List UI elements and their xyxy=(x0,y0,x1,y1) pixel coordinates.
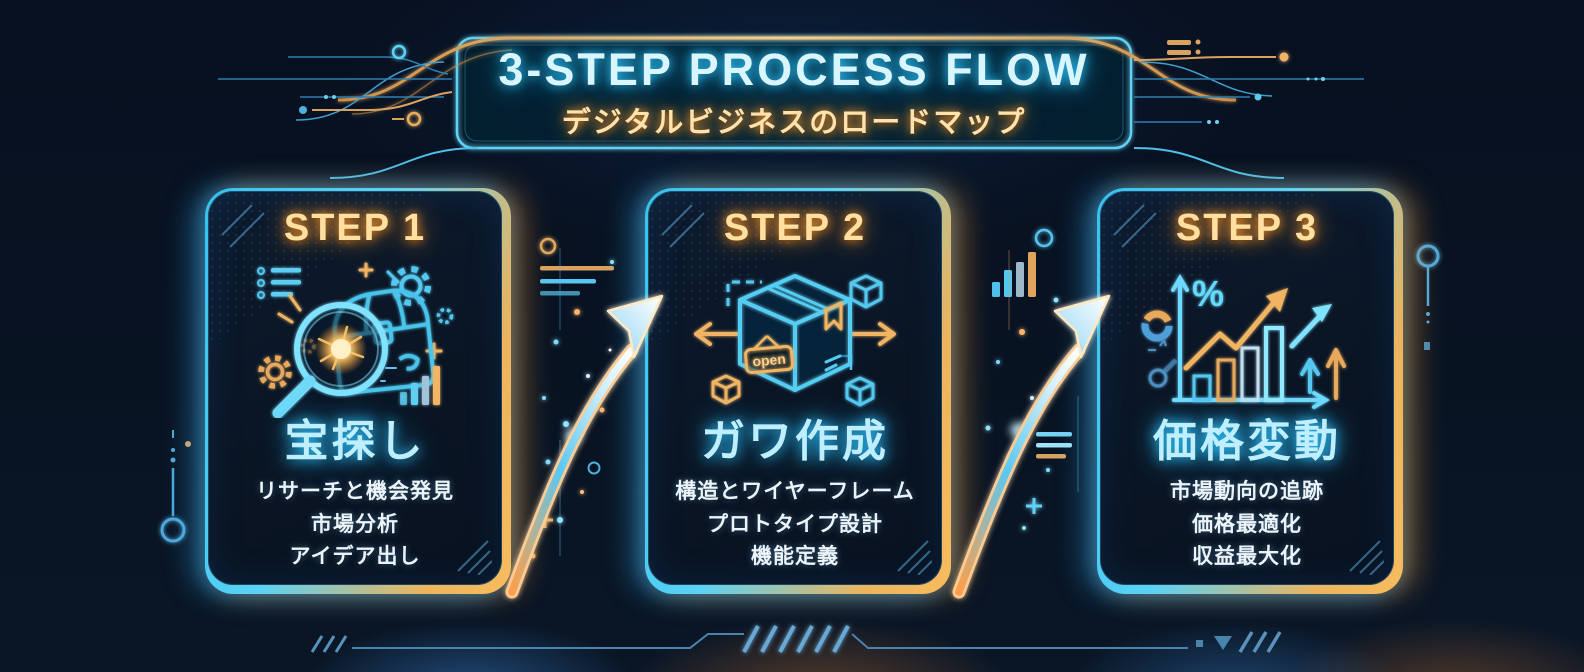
corner-hatch-decoration xyxy=(1113,204,1157,248)
step-1-card: STEP 1 xyxy=(205,188,511,594)
step-description-line: 価格最適化 xyxy=(1192,512,1302,536)
open-sign: open xyxy=(744,335,795,375)
step-label: STEP 3 xyxy=(1175,207,1319,249)
chart-axes xyxy=(1171,274,1330,409)
header-banner: 3-STEP PROCESS FLOW デジタルビジネスのロードマップ xyxy=(457,36,1131,148)
up-arrows xyxy=(1300,348,1346,400)
step-title: 価格変動 xyxy=(1153,417,1341,466)
small-cubes xyxy=(711,274,883,407)
main-box xyxy=(738,274,852,392)
step-description-line: アイデア出し xyxy=(289,545,421,569)
step-description-line: リサーチと機会発見 xyxy=(256,480,454,504)
step-description-line: プロトタイプ設計 xyxy=(706,512,883,536)
step-description-line: 市場動向の追跡 xyxy=(1170,480,1324,504)
chart-bars xyxy=(1192,326,1284,402)
list-icon xyxy=(257,267,301,299)
corner-hatch-decoration xyxy=(661,204,705,248)
corner-hatch-decoration xyxy=(221,204,265,248)
step-description-line: 構造とワイヤーフレーム xyxy=(675,480,915,504)
step-description-line: 収益最大化 xyxy=(1192,545,1302,569)
mini-bar-chart-icon xyxy=(400,366,440,405)
corner-hatch-decoration xyxy=(457,540,492,575)
package-box-icon: open xyxy=(694,274,896,407)
step-label: STEP 2 xyxy=(723,207,867,249)
curved-flow-arrow xyxy=(505,294,664,599)
open-sign-text: open xyxy=(752,351,787,370)
donut-chart-icon xyxy=(1141,310,1173,342)
page-title: 3-STEP PROCESS FLOW xyxy=(498,43,1090,95)
step-3-card: STEP 3 % xyxy=(1097,188,1403,594)
magnifier xyxy=(272,302,388,418)
percent-glyph: % xyxy=(1192,273,1224,314)
growth-chart-icon: % xyxy=(1141,273,1346,409)
step-description-line: 市場分析 xyxy=(311,512,399,536)
step-description-line: 機能定義 xyxy=(750,545,839,569)
step-title: ガワ作成 xyxy=(701,417,889,466)
step-title: 宝探し xyxy=(284,417,426,466)
step-label: STEP 1 xyxy=(283,207,427,249)
page-subtitle: デジタルビジネスのロードマップ xyxy=(561,106,1027,139)
step-2-card: STEP 2 xyxy=(645,188,951,594)
up-right-arrow xyxy=(1289,304,1332,349)
rising-trend-arrow xyxy=(1183,288,1288,371)
left-right-arrows xyxy=(694,322,896,346)
corner-hatch-decoration xyxy=(1349,540,1384,575)
corner-hatch-decoration xyxy=(897,540,932,575)
magnifier-treasure-chest-icon xyxy=(257,262,454,418)
